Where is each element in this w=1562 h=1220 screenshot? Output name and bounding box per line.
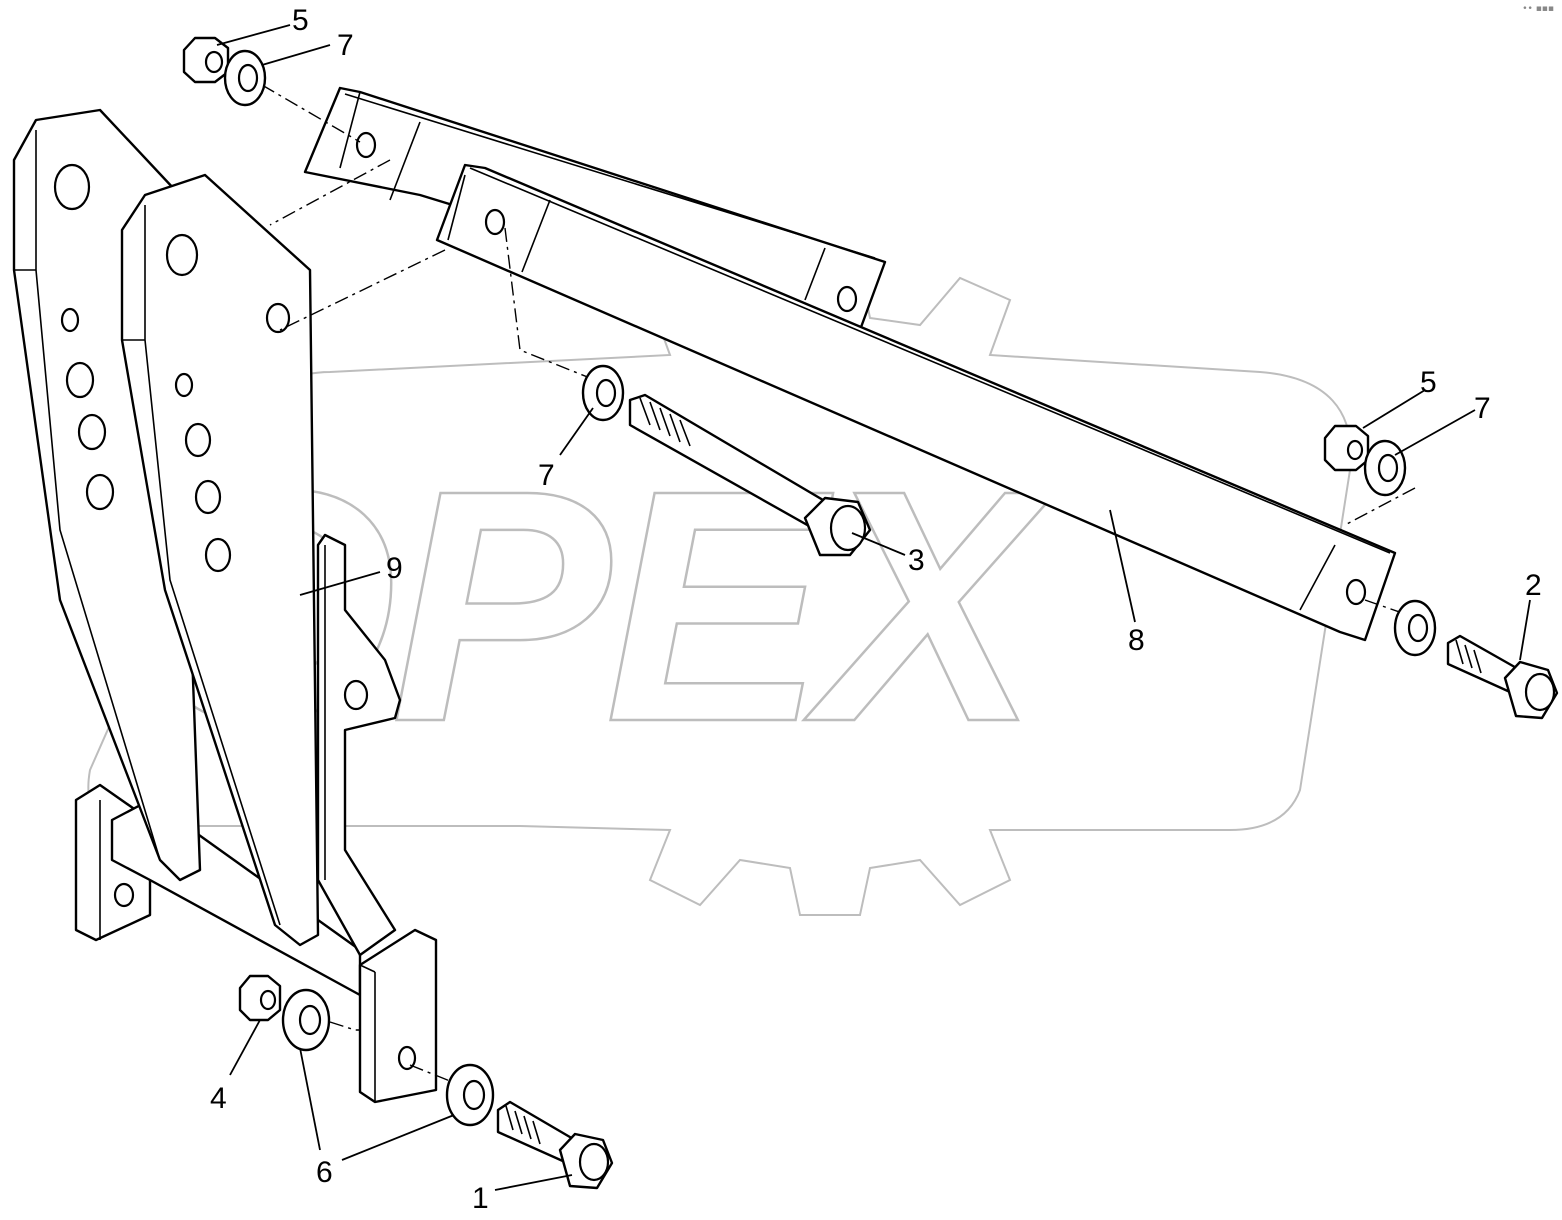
mount-block-hole xyxy=(397,1045,417,1071)
washer-right-lower xyxy=(1393,599,1437,657)
leader-lines xyxy=(216,24,1531,1191)
base-plate-hole xyxy=(113,882,135,908)
callouts: 5 7 7 3 8 9 5 7 2 4 6 1 xyxy=(210,4,1542,1215)
hardware xyxy=(182,36,1559,1190)
callout-8: 8 xyxy=(1128,624,1145,657)
bottom-mount-block xyxy=(358,928,438,1104)
callout-2: 2 xyxy=(1525,569,1542,602)
washer-top xyxy=(223,49,267,107)
callout-1: 1 xyxy=(472,1182,489,1215)
washer-bottom-upper xyxy=(281,988,331,1052)
bolt-short-bottom xyxy=(496,1100,614,1190)
nut-bottom xyxy=(238,974,282,1022)
rear-brace-bar xyxy=(303,86,887,332)
front-brace-bar xyxy=(435,163,1397,642)
nut-top xyxy=(182,36,230,84)
nut-right xyxy=(1323,424,1370,472)
callout-7-right: 7 xyxy=(1474,392,1491,425)
callout-4: 4 xyxy=(210,1082,227,1115)
callout-5-top: 5 xyxy=(292,4,309,37)
bolt-long xyxy=(628,393,872,557)
web-plate-hole xyxy=(343,679,369,711)
callout-5-right: 5 xyxy=(1420,366,1437,399)
callout-6: 6 xyxy=(316,1156,333,1189)
callout-3: 3 xyxy=(908,544,925,577)
corner-mark: •• ▪▪▪ xyxy=(1522,4,1554,14)
washer-middle xyxy=(581,364,625,422)
callout-7-top: 7 xyxy=(337,29,354,62)
assembly-centerlines xyxy=(261,84,1416,1086)
brace-bars xyxy=(303,86,1397,642)
washer-bottom-lower xyxy=(445,1063,495,1127)
callout-7-middle: 7 xyxy=(538,459,555,492)
bolt-short-right xyxy=(1446,634,1559,720)
frame-bracket xyxy=(12,108,438,1104)
web-plate xyxy=(316,533,402,957)
callout-9: 9 xyxy=(386,552,403,585)
washer-right xyxy=(1363,439,1407,497)
